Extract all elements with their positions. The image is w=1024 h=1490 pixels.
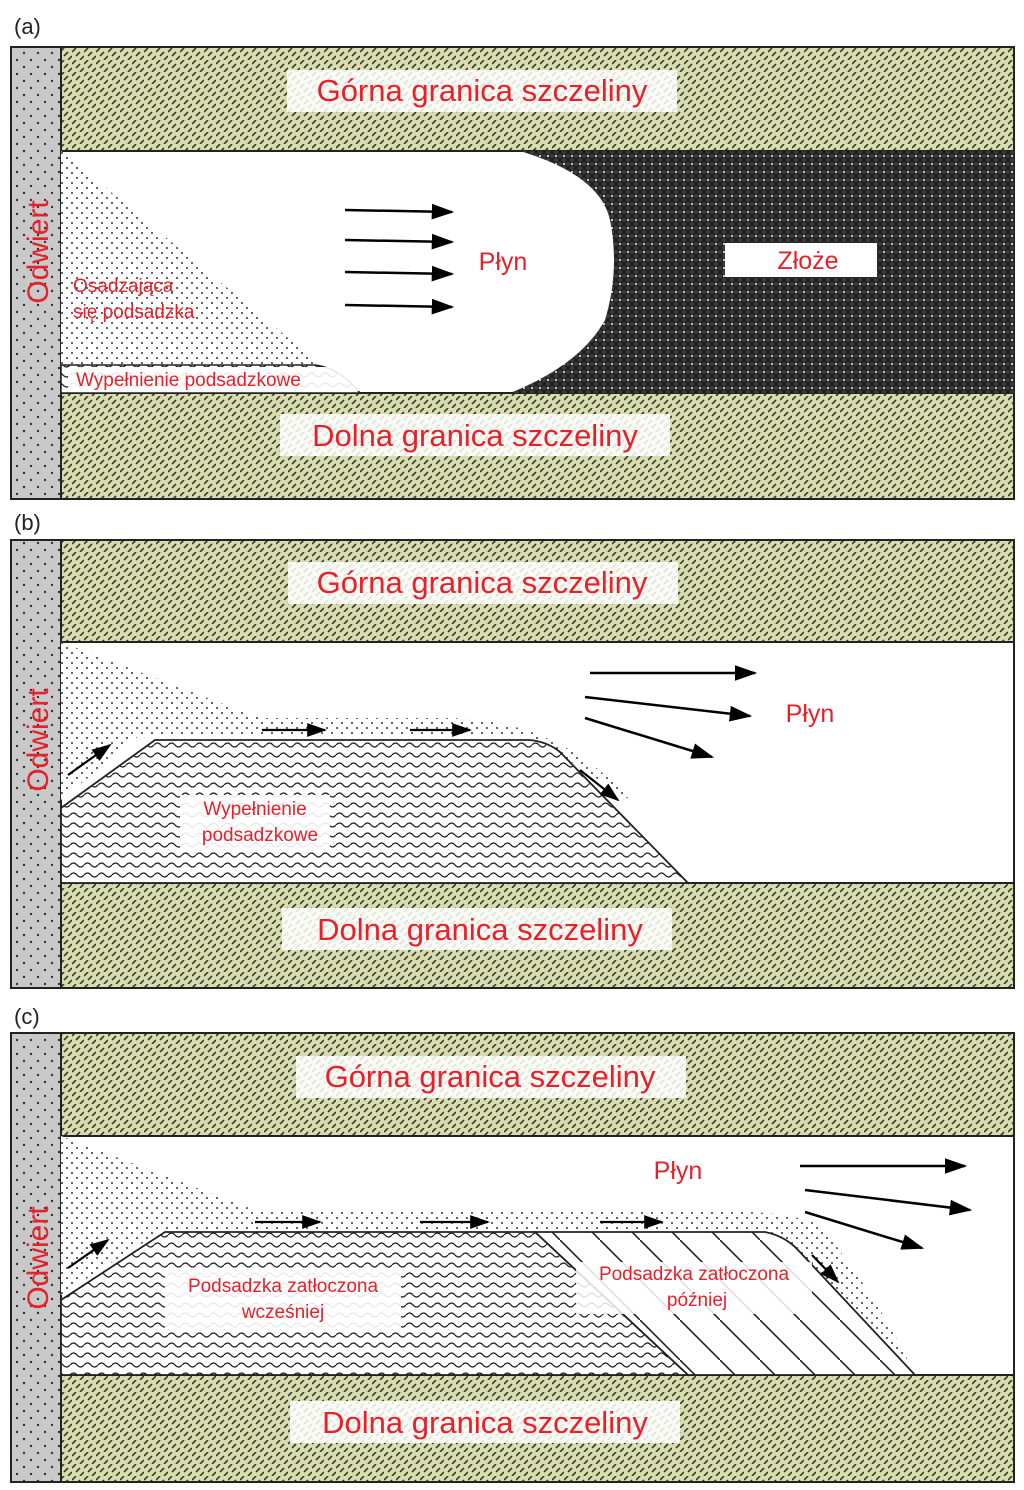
flow-arrow <box>67 743 112 776</box>
upper-boundary-label: Górna granica szczeliny <box>317 565 648 600</box>
proppant-pack-label-2: podsadzkowe <box>202 825 318 846</box>
upper-fracture-boundary <box>60 1032 1015 1137</box>
lower-boundary-label: Dolna granica szczeliny <box>312 418 638 453</box>
settling-proppant <box>61 642 630 800</box>
upper-boundary-label: Górna granica szczeliny <box>325 1059 656 1094</box>
settling-proppant <box>61 151 355 393</box>
flow-arrow <box>344 298 455 315</box>
flow-arrow <box>804 1188 973 1216</box>
flow-arrow <box>344 203 455 220</box>
wellbore-label: Odwiert <box>22 1206 55 1310</box>
panel-a: (a) Górna granica szczeliny Dolna granic… <box>10 14 1015 500</box>
fluid-label: Płyn <box>654 1157 703 1185</box>
panel-c: (c) Górna granica szczeliny Dolna granic… <box>10 1004 1015 1483</box>
fluid-label: Płyn <box>786 700 835 728</box>
flow-arrow <box>804 1210 925 1250</box>
flow-arrow <box>344 265 455 282</box>
panel-b: (b) Górna granica szczeliny Dolna granic… <box>10 510 1015 989</box>
early-proppant-label-2: wcześniej <box>241 1302 324 1323</box>
settling-proppant-label-2: się podsadzka <box>73 302 195 323</box>
late-proppant-label-1: Podsadzka zatłoczona <box>599 1264 790 1285</box>
wellbore-label: Odwiert <box>22 200 55 304</box>
upper-boundary-label: Górna granica szczeliny <box>317 73 648 108</box>
flow-arrow <box>67 1238 110 1269</box>
panel-b-letter: (b) <box>14 510 41 535</box>
reservoir-label: Złoże <box>777 247 838 275</box>
flow-arrow <box>584 716 715 759</box>
fluid-label: Płyn <box>479 248 528 276</box>
lower-boundary-label: Dolna granica szczeliny <box>322 1405 648 1440</box>
flow-arrow <box>344 233 455 250</box>
late-proppant-label-2: później <box>667 1290 727 1311</box>
lower-boundary-label: Dolna granica szczeliny <box>317 912 643 947</box>
proppant-pack-label: Wypełnienie podsadzkowe <box>76 370 301 391</box>
flow-arrow <box>579 769 620 802</box>
wellbore-label: Odwiert <box>22 688 55 792</box>
wellbore <box>10 1032 62 1483</box>
proppant-pack-label-1: Wypełnienie <box>203 799 306 820</box>
panel-c-letter: (c) <box>14 1004 40 1029</box>
wellbore <box>10 46 62 500</box>
panel-a-letter: (a) <box>14 14 41 39</box>
flow-arrow <box>811 1254 840 1284</box>
flow-arrow <box>584 695 753 722</box>
settling-proppant-label-1: Osadzająca <box>73 276 174 297</box>
early-proppant-label-1: Podsadzka zatłoczona <box>188 1276 379 1297</box>
